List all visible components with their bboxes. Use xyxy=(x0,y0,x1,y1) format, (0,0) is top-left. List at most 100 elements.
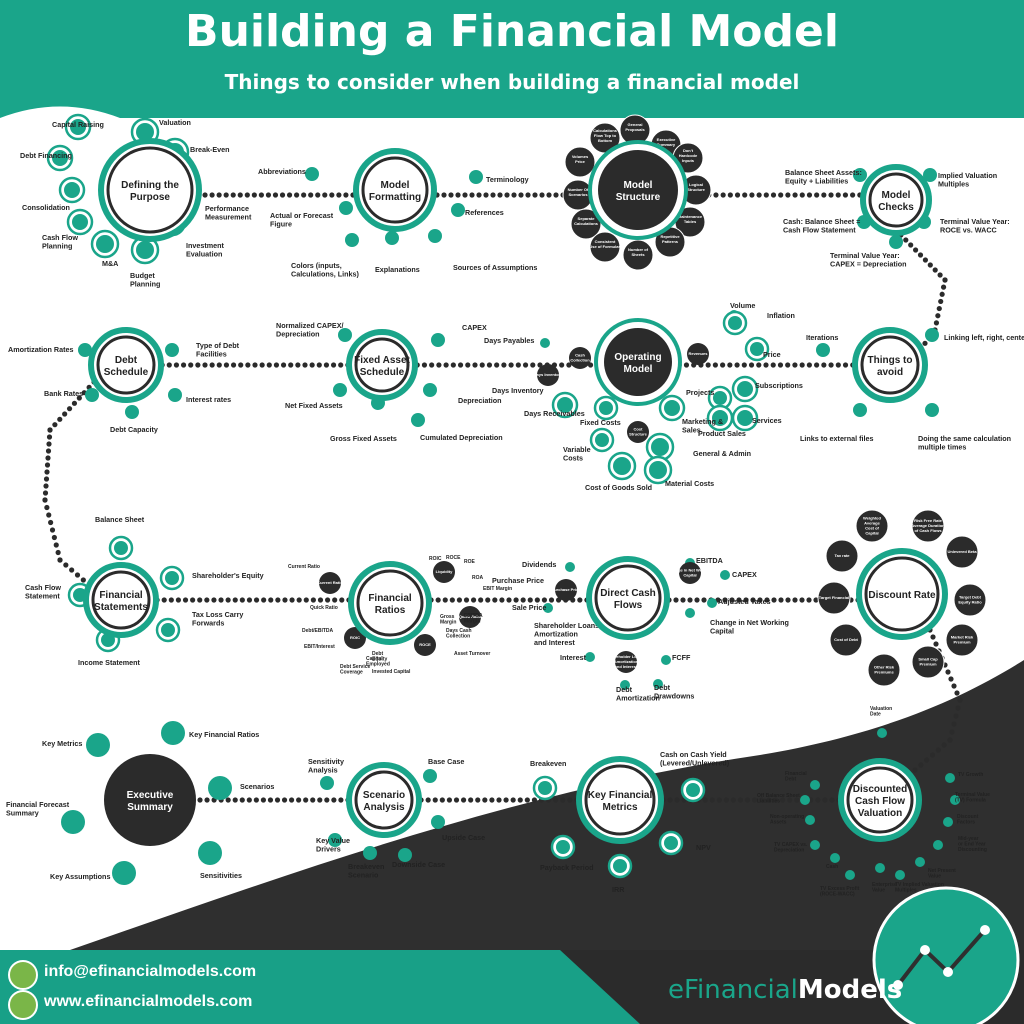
item-node-avoid-0 xyxy=(816,343,830,357)
connector-dot xyxy=(225,597,231,603)
item-label-scenario-4: Breakeven xyxy=(348,862,384,871)
connector-dot xyxy=(842,192,849,198)
item-label-ratios-9: EBIT Margin xyxy=(483,586,512,592)
item-label-dcf-11: (ROCE-WACC) xyxy=(820,892,855,898)
item-node-formatting-0 xyxy=(305,167,319,181)
item-label-dcf-11: TV Excess Profit xyxy=(820,886,860,892)
connector-dot xyxy=(941,742,947,748)
item-label: Logical xyxy=(689,182,703,187)
item-label-debt-1: Facilities xyxy=(196,350,227,359)
connector-dot xyxy=(489,797,495,803)
hub-title-executive: Summary xyxy=(127,802,173,813)
connector-dot xyxy=(435,597,441,603)
connector-dot xyxy=(195,362,201,368)
email-link[interactable]: info@efinancialmodels.com xyxy=(44,963,257,980)
connector-dot xyxy=(794,797,800,803)
connector-dot xyxy=(560,797,566,803)
website-link[interactable]: www.efinancialmodels.com xyxy=(44,993,253,1010)
hub-title-structure: Model xyxy=(624,180,653,191)
item-node-dcf-5 xyxy=(805,815,815,825)
connector-dot xyxy=(455,192,461,198)
connector-dot xyxy=(939,291,945,297)
item-label: Unlevered Beta xyxy=(947,549,977,554)
connector-dot xyxy=(453,797,460,803)
item-label-ratios-13: EBIT/Interest xyxy=(304,644,335,650)
connector-dot xyxy=(429,362,435,368)
item-label-operating-17: Cost of Goods Sold xyxy=(585,483,652,492)
connector-dot xyxy=(339,597,345,603)
hub-title-scenario: Analysis xyxy=(363,802,405,813)
connector-dot xyxy=(771,597,777,603)
connector-dot xyxy=(166,362,172,368)
connector-dot xyxy=(749,192,755,198)
hub-title-avoid: Things to xyxy=(868,355,913,366)
connector-dot xyxy=(744,797,751,803)
connector-dot xyxy=(303,797,309,803)
connector-dot xyxy=(912,767,918,773)
connector-dot xyxy=(515,362,521,368)
connector-dot xyxy=(524,797,530,803)
item-node-dcf-0 xyxy=(877,728,887,738)
connector-dot xyxy=(935,747,941,753)
connector-dot xyxy=(289,597,295,603)
item-label: Amortization xyxy=(614,659,639,664)
connector-dot xyxy=(546,192,552,198)
item-label-scenario-2: Key Value xyxy=(316,836,350,845)
connector-dot xyxy=(727,362,733,368)
connector-dot xyxy=(705,362,711,368)
hub-circle-debt xyxy=(96,335,156,395)
connector-dot xyxy=(259,362,265,368)
item-node-formatting-4 xyxy=(345,233,359,247)
hub-title-executive: Executive xyxy=(127,790,174,801)
connector-dot xyxy=(457,362,464,368)
connector-dot xyxy=(667,797,673,803)
item-label-dcf-13: Multiples xyxy=(895,888,917,894)
connector-dot xyxy=(209,192,215,198)
connector-dot xyxy=(332,597,338,603)
connector-dot xyxy=(496,797,502,803)
item-label: Volumes xyxy=(572,154,589,159)
item-label-operating-10: Services xyxy=(752,416,782,425)
connector-dot xyxy=(674,797,680,803)
item-node-dcf-12 xyxy=(875,863,885,873)
item-node-scenario-1 xyxy=(423,769,437,783)
connector-dot xyxy=(936,305,942,312)
item-node-avoid-2 xyxy=(853,403,867,417)
connector-dot xyxy=(301,192,307,198)
connector-dot xyxy=(230,362,237,368)
connector-dot xyxy=(288,362,294,368)
header-banner: Building a Financial Model Things to con… xyxy=(0,0,1024,118)
item-label-keymetrics-4: IRR xyxy=(612,885,625,894)
connector-dot xyxy=(701,597,707,603)
item-label-operating-15: Costs xyxy=(563,454,583,463)
connector-dot xyxy=(268,597,274,603)
connector-dot xyxy=(953,713,959,719)
item-label: Use of Formulas xyxy=(589,244,621,249)
item-node-discount-5 xyxy=(953,583,987,617)
connector-dot xyxy=(465,362,471,368)
item-label-dcf-12: Value xyxy=(872,888,885,894)
item-label: ROCE xyxy=(419,642,431,647)
connector-dot xyxy=(736,597,742,603)
item-label: Equity Ratio xyxy=(958,600,982,605)
connector-dot xyxy=(443,362,449,368)
connector-dot xyxy=(76,395,82,401)
connector-dot xyxy=(513,597,519,603)
item-node-operating-2 xyxy=(537,364,559,386)
connector-dot xyxy=(929,752,936,758)
item-label-purpose-6: Planning xyxy=(42,242,72,251)
hub-circle-executive xyxy=(104,754,196,846)
item-label-ratios-4: ROCE xyxy=(446,555,461,561)
bottom-dark-band xyxy=(0,660,1024,1024)
item-label-dcf-0: Valuation xyxy=(870,706,892,712)
item-label-directcash-9: CAPEX xyxy=(732,570,757,579)
connector-dot xyxy=(770,362,776,368)
connector-dot xyxy=(680,597,686,603)
item-label-dcf-2: TV Growth xyxy=(958,772,983,778)
connector-dot xyxy=(476,192,482,198)
connector-dot xyxy=(57,557,63,563)
connector-dot xyxy=(294,192,300,198)
connector-dot xyxy=(850,192,856,198)
connector-dot xyxy=(927,262,933,268)
